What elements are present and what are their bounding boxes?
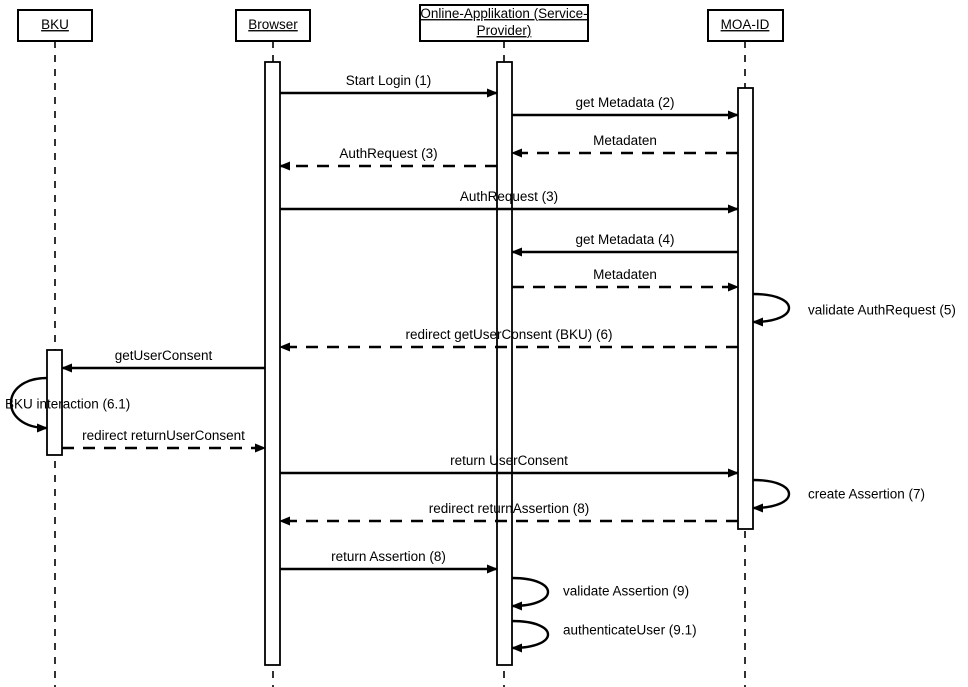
lifeline-header-box-oa[interactable]	[419, 4, 589, 42]
message-label-m7: Metadaten	[593, 267, 657, 282]
self-message-arc-s4[interactable]	[511, 576, 550, 611]
message-m7[interactable]: Metadaten	[512, 267, 739, 292]
message-label-m13: return Assertion (8)	[331, 549, 446, 564]
self-message-label-s1: validate AuthRequest (5)	[808, 303, 956, 318]
self-message-s5[interactable]: authenticateUser (9.1)	[511, 619, 697, 653]
message-m12[interactable]: redirect returnAssertion (8)	[279, 501, 738, 526]
message-label-m10: redirect returnUserConsent	[82, 428, 245, 443]
message-m8[interactable]: redirect getUserConsent (BKU) (6)	[279, 327, 738, 352]
message-m3[interactable]: Metadaten	[511, 133, 738, 158]
self-message-label-s4: validate Assertion (9)	[563, 584, 689, 599]
self-message-arc-s1[interactable]	[752, 292, 791, 327]
lifeline-browser: Browser	[235, 9, 311, 687]
self-messages-layer: validate AuthRequest (5) BKU interaction …	[5, 292, 956, 653]
messages-layer: Start Login (1) get Metadata (2) Metadaten…	[61, 73, 739, 574]
message-m5[interactable]: AuthRequest (3)	[280, 189, 739, 214]
lifeline-label-browser: Browser	[248, 17, 298, 32]
self-message-s2[interactable]: BKU interaction (6.1)	[5, 376, 130, 433]
message-m1[interactable]: Start Login (1)	[280, 73, 498, 98]
message-m13[interactable]: return Assertion (8)	[280, 549, 498, 574]
lifeline-bku: BKU	[17, 9, 93, 687]
message-label-m5: AuthRequest (3)	[460, 189, 558, 204]
self-message-s3[interactable]: create Assertion (7)	[752, 478, 925, 513]
message-m10[interactable]: redirect returnUserConsent	[62, 428, 266, 453]
self-message-arc-s5[interactable]	[511, 619, 550, 653]
lifeline-label-bku: BKU	[41, 17, 69, 32]
activation-bar-browser-0[interactable]	[264, 61, 281, 666]
message-label-m9: getUserConsent	[115, 348, 213, 363]
message-label-m1: Start Login (1)	[346, 73, 432, 88]
self-message-arc-s2[interactable]	[10, 376, 48, 433]
activation-bar-oa-0[interactable]	[496, 61, 513, 666]
message-m9[interactable]: getUserConsent	[61, 348, 265, 373]
message-m6[interactable]: get Metadata (4)	[511, 232, 738, 257]
lifeline-label-oa: Online-Applikation (Service-	[420, 6, 587, 21]
message-m4[interactable]: AuthRequest (3)	[279, 146, 497, 171]
message-label-m4: AuthRequest (3)	[339, 146, 437, 161]
lifeline-label-oa: Provider)	[477, 23, 532, 38]
message-label-m8: redirect getUserConsent (BKU) (6)	[405, 327, 612, 342]
self-message-label-s2: BKU interaction (6.1)	[5, 397, 130, 412]
message-label-m11: return UserConsent	[450, 453, 568, 468]
self-message-label-s5: authenticateUser (9.1)	[563, 623, 697, 638]
lifelines-layer: BKU Browser Online-Applikation (Service- Pr…	[17, 4, 784, 687]
lifeline-oa: Online-Applikation (Service- Provider)	[419, 4, 589, 687]
message-label-m6: get Metadata (4)	[575, 232, 674, 247]
activation-bar-bku-0[interactable]	[46, 349, 63, 456]
self-message-s1[interactable]: validate AuthRequest (5)	[752, 292, 956, 327]
message-m2[interactable]: get Metadata (2)	[512, 95, 739, 120]
lifeline-moaid: MOA-ID	[707, 9, 784, 687]
self-message-label-s3: create Assertion (7)	[808, 487, 925, 502]
message-label-m12: redirect returnAssertion (8)	[429, 501, 590, 516]
self-message-s4[interactable]: validate Assertion (9)	[511, 576, 689, 611]
activation-bar-moaid-0[interactable]	[737, 87, 754, 530]
message-label-m3: Metadaten	[593, 133, 657, 148]
lifeline-label-moaid: MOA-ID	[721, 17, 770, 32]
message-m11[interactable]: return UserConsent	[280, 453, 739, 478]
message-label-m2: get Metadata (2)	[575, 95, 674, 110]
self-message-arc-s3[interactable]	[752, 478, 791, 513]
